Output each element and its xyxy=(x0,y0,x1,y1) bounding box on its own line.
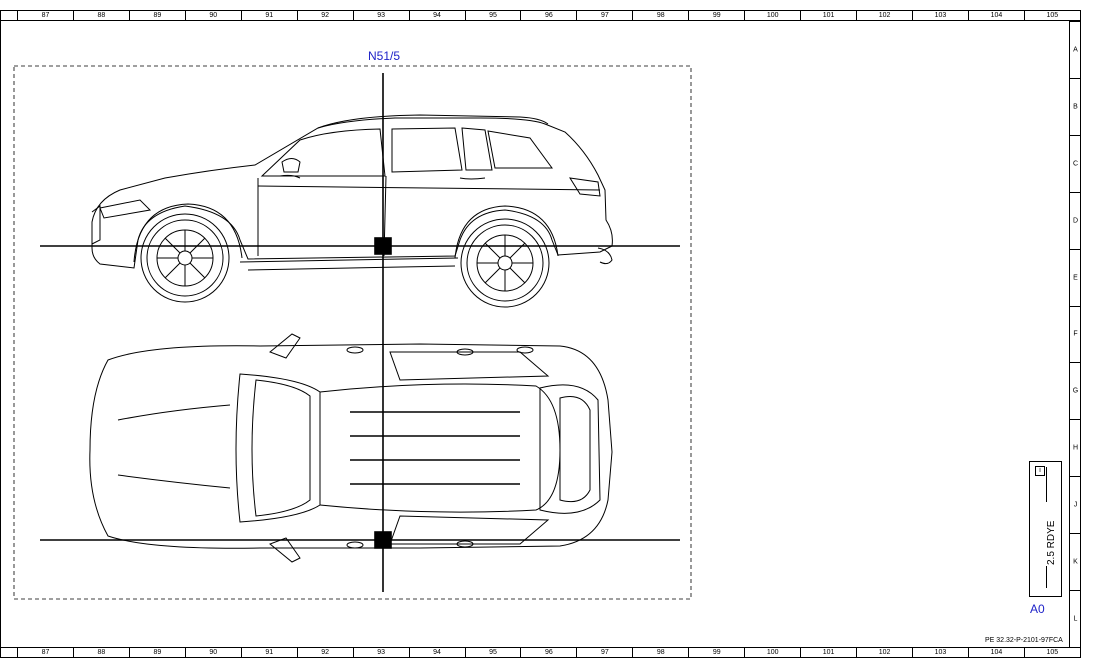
row-ruler-label: H xyxy=(1072,444,1079,452)
row-ruler-cell: A xyxy=(1070,21,1081,78)
column-ruler-cell: 94 xyxy=(408,11,465,20)
column-ruler-cell: 88 xyxy=(72,648,129,657)
column-ruler-cell: 104 xyxy=(967,11,1024,20)
column-ruler-cell: 103 xyxy=(912,11,968,20)
column-ruler-cell: 96 xyxy=(520,11,576,20)
legend-line-top xyxy=(1046,467,1047,502)
wire-spec-label: 2.5 RDYE xyxy=(1046,520,1057,565)
row-ruler-cell: H xyxy=(1070,419,1081,476)
column-ruler-cell: 93 xyxy=(352,648,409,657)
column-ruler-cell: 98 xyxy=(632,648,688,657)
row-ruler-label: C xyxy=(1072,160,1079,168)
column-ruler-cell: 95 xyxy=(464,11,521,20)
column-ruler-cell: 91 xyxy=(240,648,297,657)
row-ruler-cell: B xyxy=(1070,77,1081,135)
column-ruler-cell: 91 xyxy=(240,11,297,20)
column-ruler-cell: 100 xyxy=(744,11,800,20)
column-ruler-cell: 92 xyxy=(296,648,353,657)
row-ruler-label: B xyxy=(1073,103,1078,111)
row-ruler-label: F xyxy=(1073,330,1078,338)
drawing-boundary xyxy=(13,65,692,600)
column-ruler-cell: 94 xyxy=(408,648,465,657)
frame-right-edge xyxy=(1080,10,1081,658)
row-ruler-label: L xyxy=(1073,615,1078,623)
row-ruler-right: A B C D E F G H J K L xyxy=(1069,21,1081,647)
column-ruler-cell: 99 xyxy=(688,648,744,657)
row-ruler-label: D xyxy=(1072,217,1079,225)
row-ruler-cell: D xyxy=(1070,191,1081,249)
row-ruler-label: K xyxy=(1073,558,1078,566)
vehicle-top-view xyxy=(89,333,613,563)
document-id: PE 32.32-P-2101-97FCA xyxy=(985,637,1063,644)
legend-line-bottom xyxy=(1046,566,1047,588)
row-ruler-cell: F xyxy=(1070,305,1081,363)
row-ruler-cell: L xyxy=(1070,590,1081,647)
info-icon: i xyxy=(1035,466,1045,476)
wire-legend-box: i 2.5 RDYE xyxy=(1029,461,1062,597)
column-ruler-cell: 90 xyxy=(184,648,241,657)
row-ruler-label: G xyxy=(1072,387,1079,395)
column-ruler-cell: 87 xyxy=(17,11,73,20)
component-label: N51/5 xyxy=(367,49,401,63)
column-ruler-cell: 96 xyxy=(520,648,576,657)
column-ruler-cell: 103 xyxy=(912,648,968,657)
column-ruler-cell: 92 xyxy=(296,11,353,20)
row-ruler-label: J xyxy=(1073,501,1078,509)
column-ruler-cell: 105 xyxy=(1023,11,1080,20)
column-ruler-cell: 102 xyxy=(856,11,912,20)
column-ruler-cell: 90 xyxy=(184,11,241,20)
row-ruler-cell: C xyxy=(1070,134,1081,192)
column-ruler-cell: 102 xyxy=(856,648,912,657)
component-marker-top xyxy=(374,531,392,549)
column-ruler-cell: 101 xyxy=(800,648,856,657)
row-ruler-cell: E xyxy=(1070,248,1081,306)
column-ruler-cell: 88 xyxy=(72,11,129,20)
frame-left-edge xyxy=(0,10,1,658)
column-ruler-cell: 105 xyxy=(1023,648,1080,657)
column-ruler-cell: 89 xyxy=(128,11,185,20)
column-ruler-cell: 95 xyxy=(464,648,521,657)
row-ruler-cell: G xyxy=(1070,362,1081,419)
column-ruler-cell: 97 xyxy=(576,11,632,20)
row-ruler-cell: K xyxy=(1070,533,1081,590)
column-ruler-cell: 99 xyxy=(688,11,744,20)
component-marker-side xyxy=(374,237,392,255)
column-ruler-cell: 97 xyxy=(576,648,632,657)
column-ruler-cell: 93 xyxy=(352,11,409,20)
row-ruler-cell: J xyxy=(1070,476,1081,533)
column-ruler-cell: 100 xyxy=(744,648,800,657)
vehicle-side-view xyxy=(91,114,613,308)
component-locator xyxy=(40,73,680,592)
column-ruler-cell: 104 xyxy=(967,648,1024,657)
column-ruler-cell: 98 xyxy=(632,11,688,20)
row-ruler-label: E xyxy=(1073,274,1078,282)
area-code: A0 xyxy=(1030,602,1045,616)
column-ruler-cell: 87 xyxy=(17,648,73,657)
row-ruler-label: A xyxy=(1073,46,1078,54)
column-ruler-cell: 101 xyxy=(800,11,856,20)
column-ruler-cell: 89 xyxy=(128,648,185,657)
